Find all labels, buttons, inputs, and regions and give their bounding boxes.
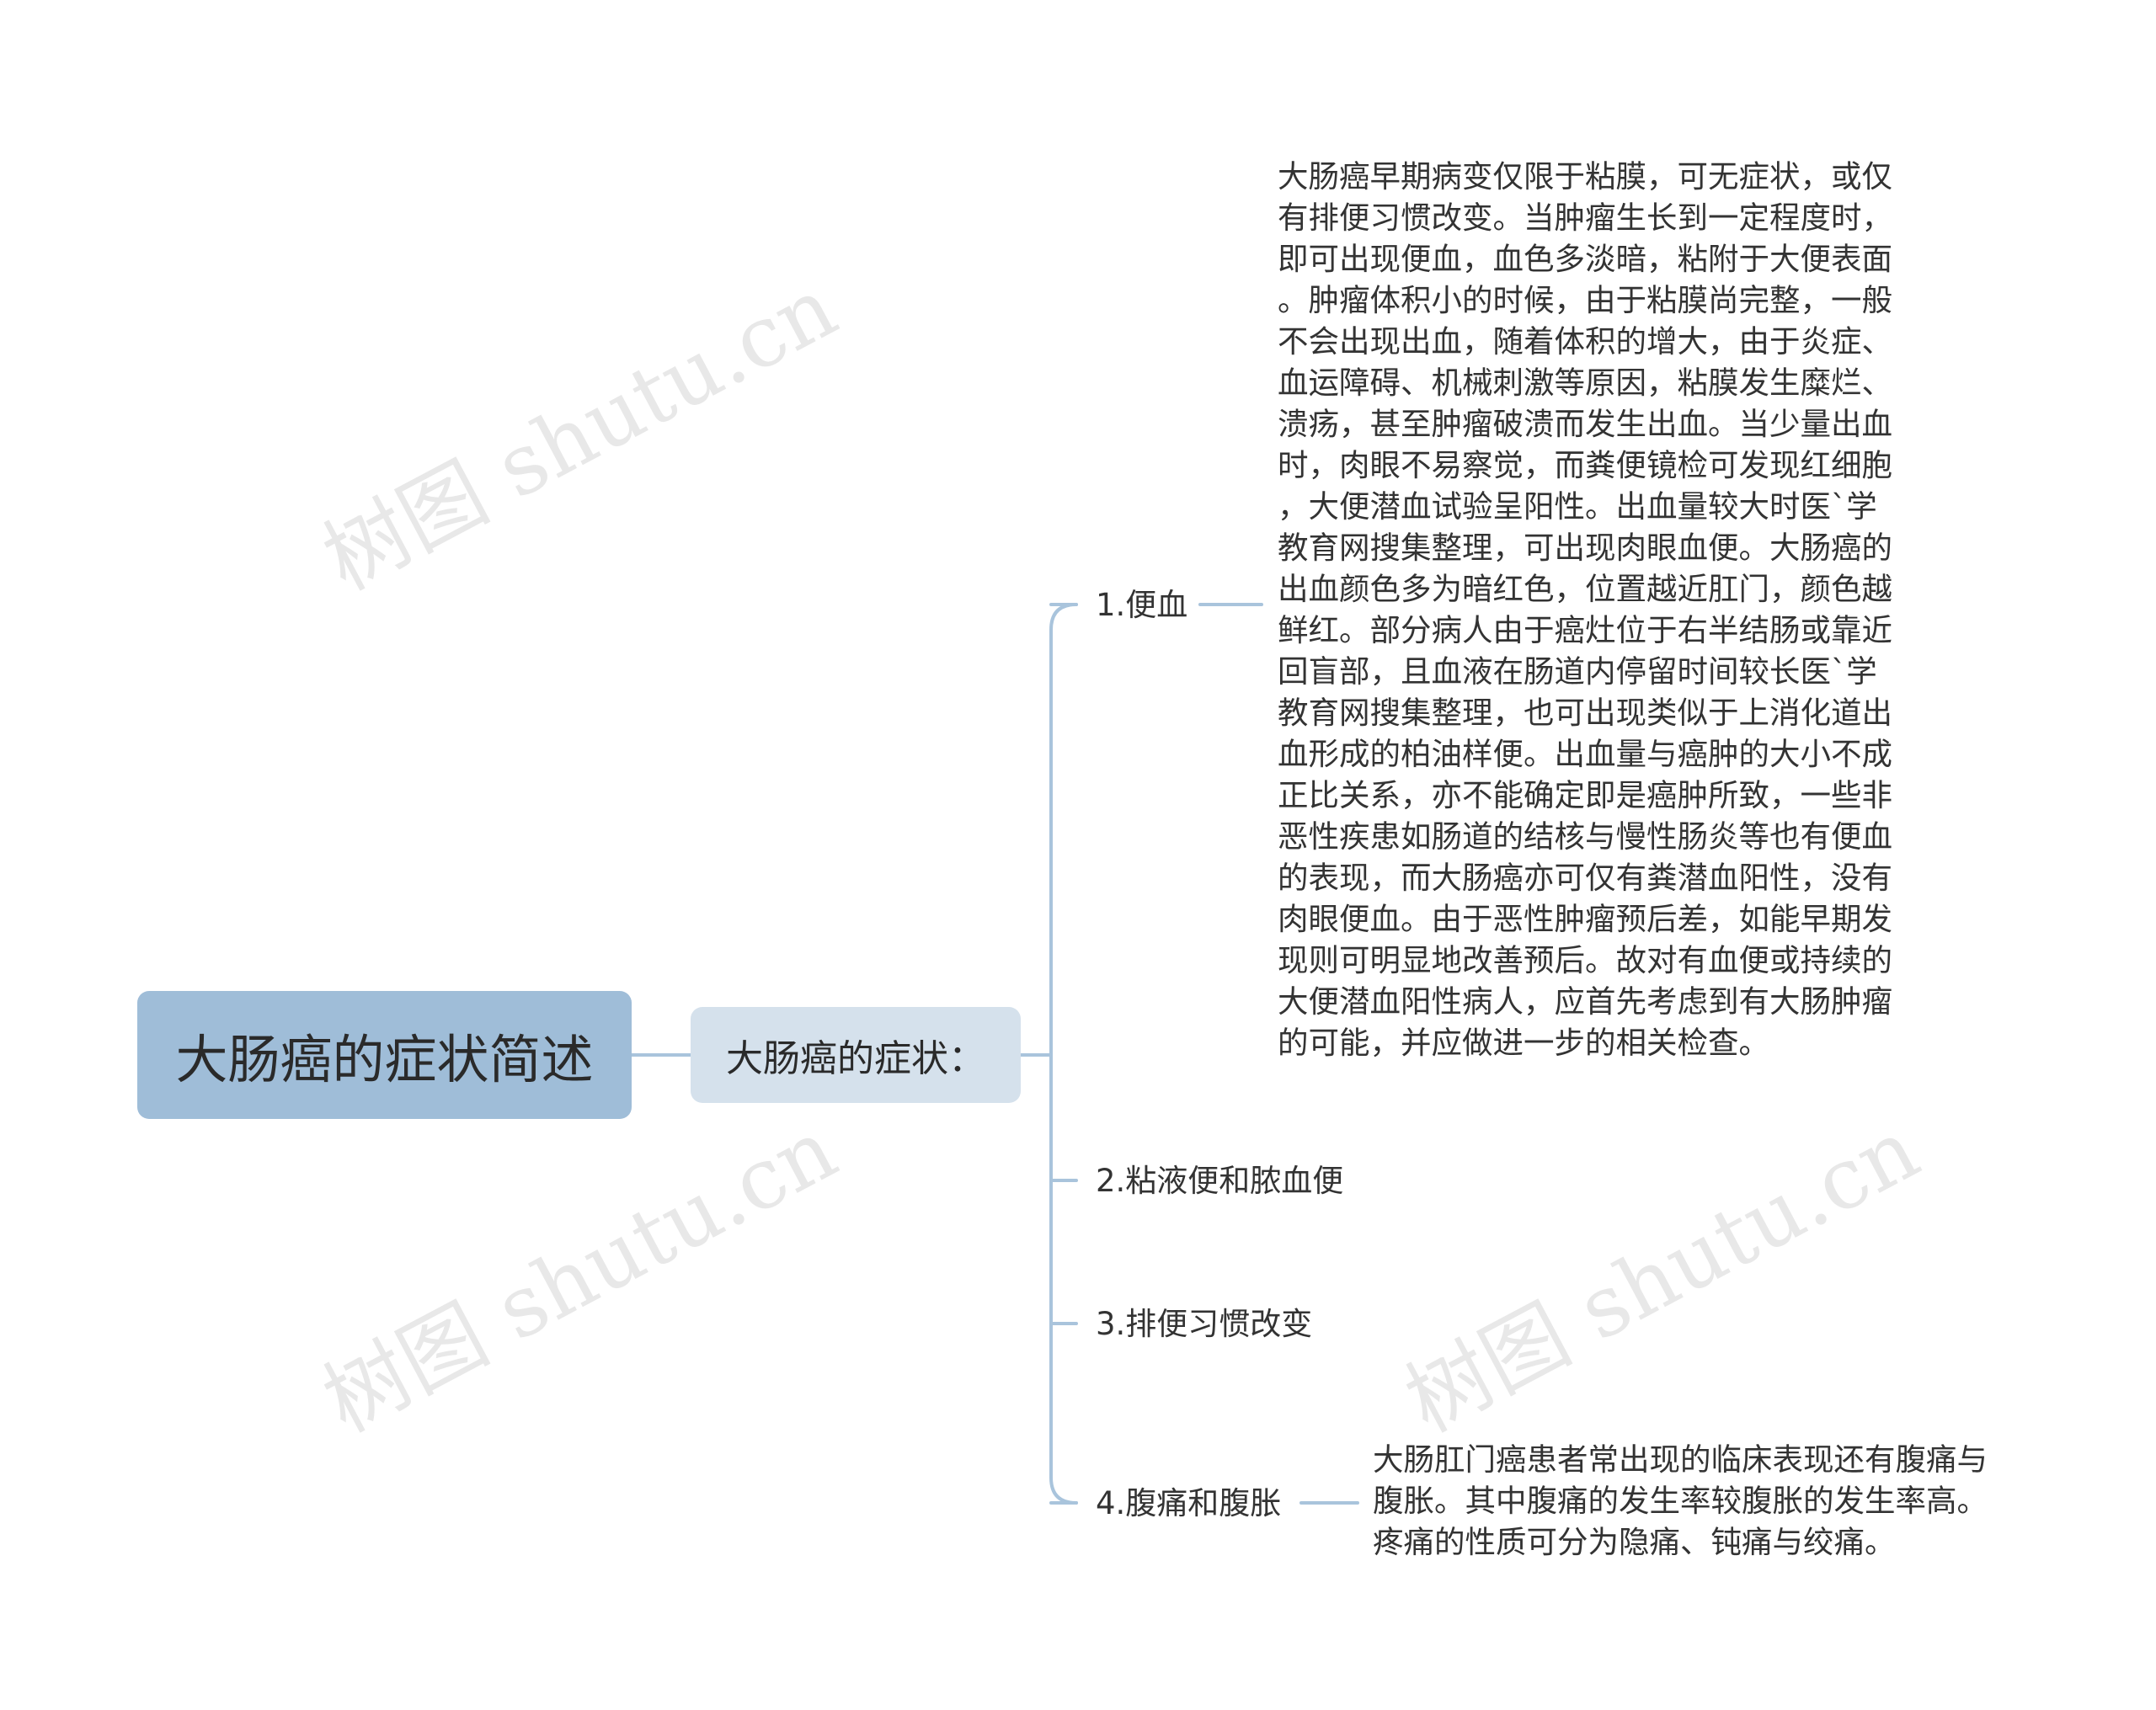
branch-1-description: 大肠癌早期病变仅限于粘膜，可无症状，或仅 有排便习惯改变。当肿瘤生长到一定程度时… <box>1278 158 1892 1061</box>
branch-1-label[interactable]: 1.便血 <box>1096 587 1188 623</box>
subtopic-node[interactable]: 大肠癌的症状： <box>691 1007 1021 1103</box>
branch-spine-connector <box>1049 603 1078 1505</box>
branch-4-description: 大肠肛门癌患者常出现的临床表现还有腹痛与 腹胀。其中腹痛的发生率较腹胀的发生率高… <box>1373 1441 1988 1560</box>
subtopic-label: 大肠癌的症状： <box>726 1037 985 1080</box>
root-topic[interactable]: 大肠癌的症状简述 <box>137 991 632 1119</box>
branch-4-label[interactable]: 4.腹痛和腹胀 <box>1096 1485 1282 1521</box>
root-topic-label: 大肠癌的症状简述 <box>175 1029 594 1090</box>
branch-3-label[interactable]: 3.排便习惯改变 <box>1096 1306 1313 1342</box>
branch-2-label[interactable]: 2.粘液便和脓血便 <box>1096 1163 1344 1199</box>
